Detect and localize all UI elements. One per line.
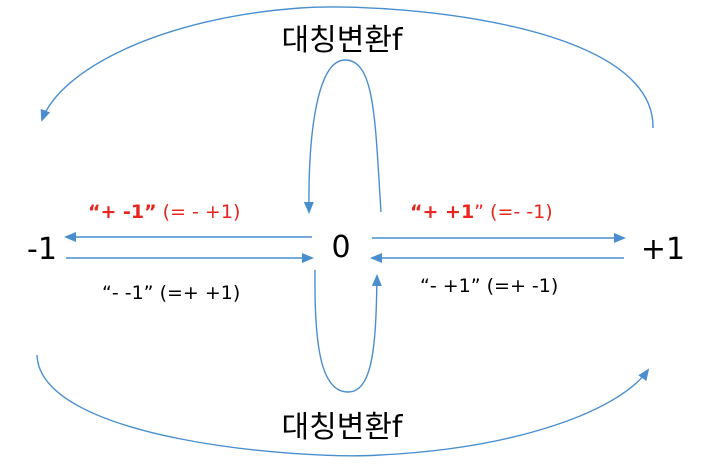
label-upper-left-bold: “+ -1” <box>88 201 157 223</box>
top-outer-arc <box>40 6 654 129</box>
top-inner-loop <box>303 59 382 214</box>
label-upper-right: “+ +1” (=- -1) <box>410 201 553 223</box>
label-upper-left: “+ -1” (= - +1) <box>88 201 240 223</box>
node-plus-one: +1 <box>641 232 685 267</box>
bottom-title: 대칭변환f <box>282 410 404 445</box>
bottom-outer-arc <box>36 354 650 457</box>
node-zero: 0 <box>331 230 350 265</box>
top-title: 대칭변환f <box>282 23 404 58</box>
bottom-inner-loop <box>314 269 382 393</box>
node-minus-one: -1 <box>27 232 57 267</box>
label-lower-right: “- +1” (=+ -1) <box>420 275 558 297</box>
label-lower-left: “- -1” (=+ +1) <box>102 282 240 304</box>
label-upper-right-bold: “+ +1 <box>410 201 474 223</box>
label-upper-left-rest: (= - +1) <box>157 201 241 223</box>
label-upper-right-rest: ” (=- -1) <box>474 201 552 223</box>
